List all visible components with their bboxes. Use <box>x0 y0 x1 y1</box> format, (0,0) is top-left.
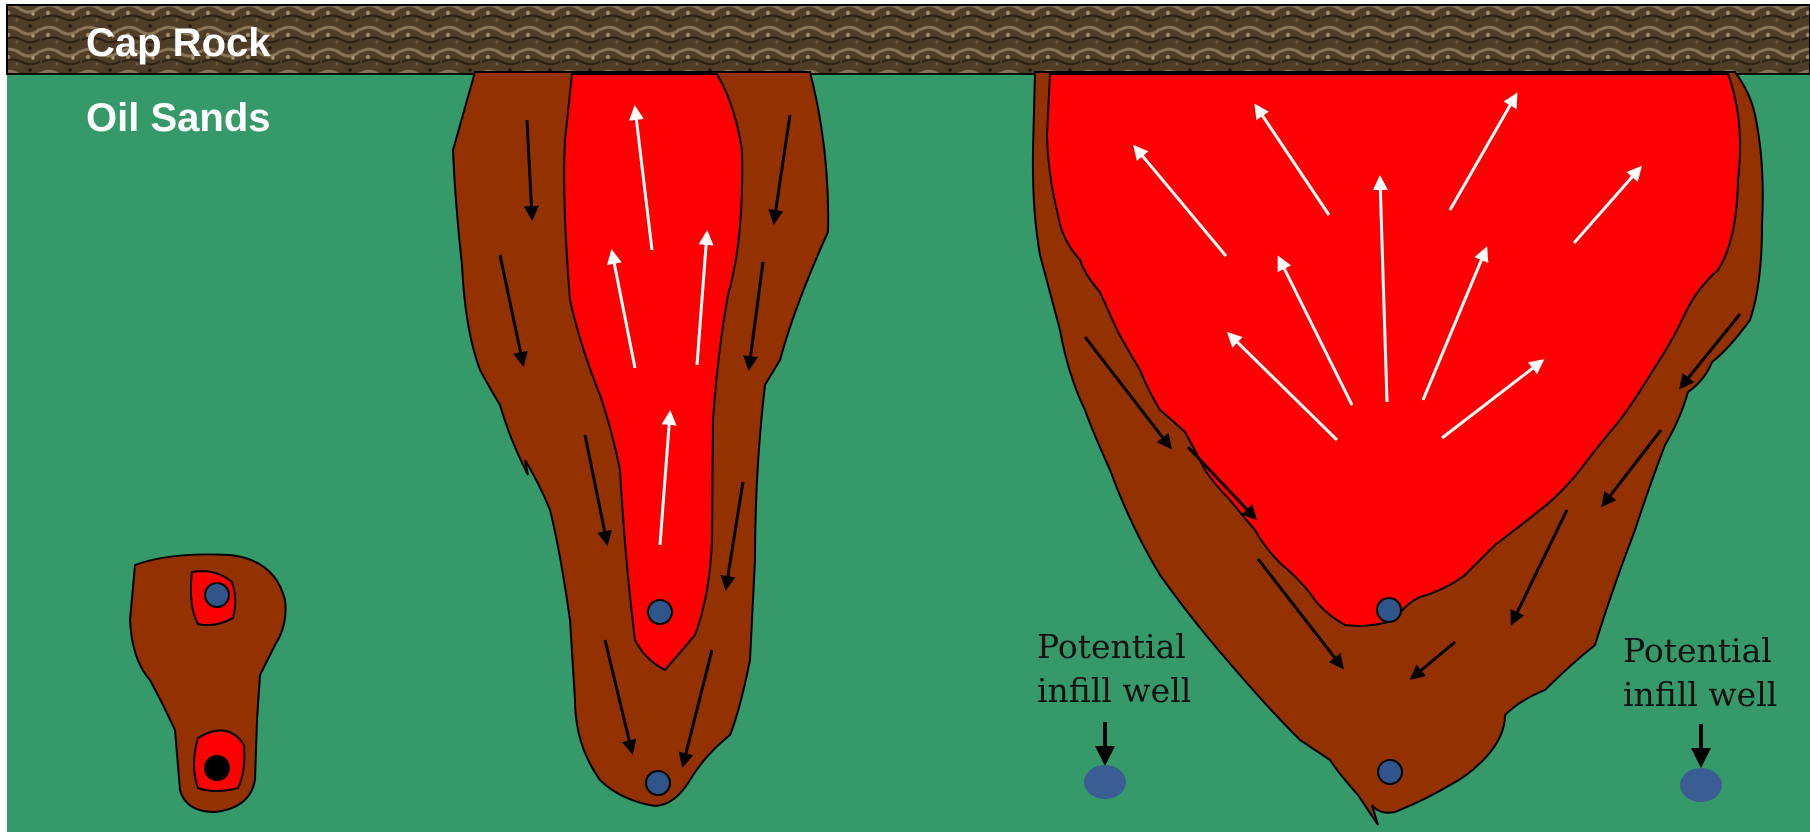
stage-1-producer-well <box>205 756 229 780</box>
stage-3-producer-well <box>1378 760 1402 784</box>
stage-2-producer-well <box>646 771 670 795</box>
infill-well-right-label-line2: infill well <box>1623 675 1777 714</box>
cap-rock-layer <box>7 5 1810 74</box>
infill-well-right-marker <box>1680 768 1722 802</box>
infill-well-left-label-line2: infill well <box>1037 671 1191 710</box>
stage-1-injector-well <box>205 583 229 607</box>
infill-well-right-label-line1: Potential <box>1623 631 1772 670</box>
cap-rock-label: Cap Rock <box>86 21 271 65</box>
stage-2-injector-well <box>648 600 672 624</box>
infill-well-left-marker <box>1084 765 1126 799</box>
stage-3-injector-well <box>1377 598 1401 622</box>
infill-well-left-label-line1: Potential <box>1037 627 1186 666</box>
oil-sands-label: Oil Sands <box>86 96 271 140</box>
